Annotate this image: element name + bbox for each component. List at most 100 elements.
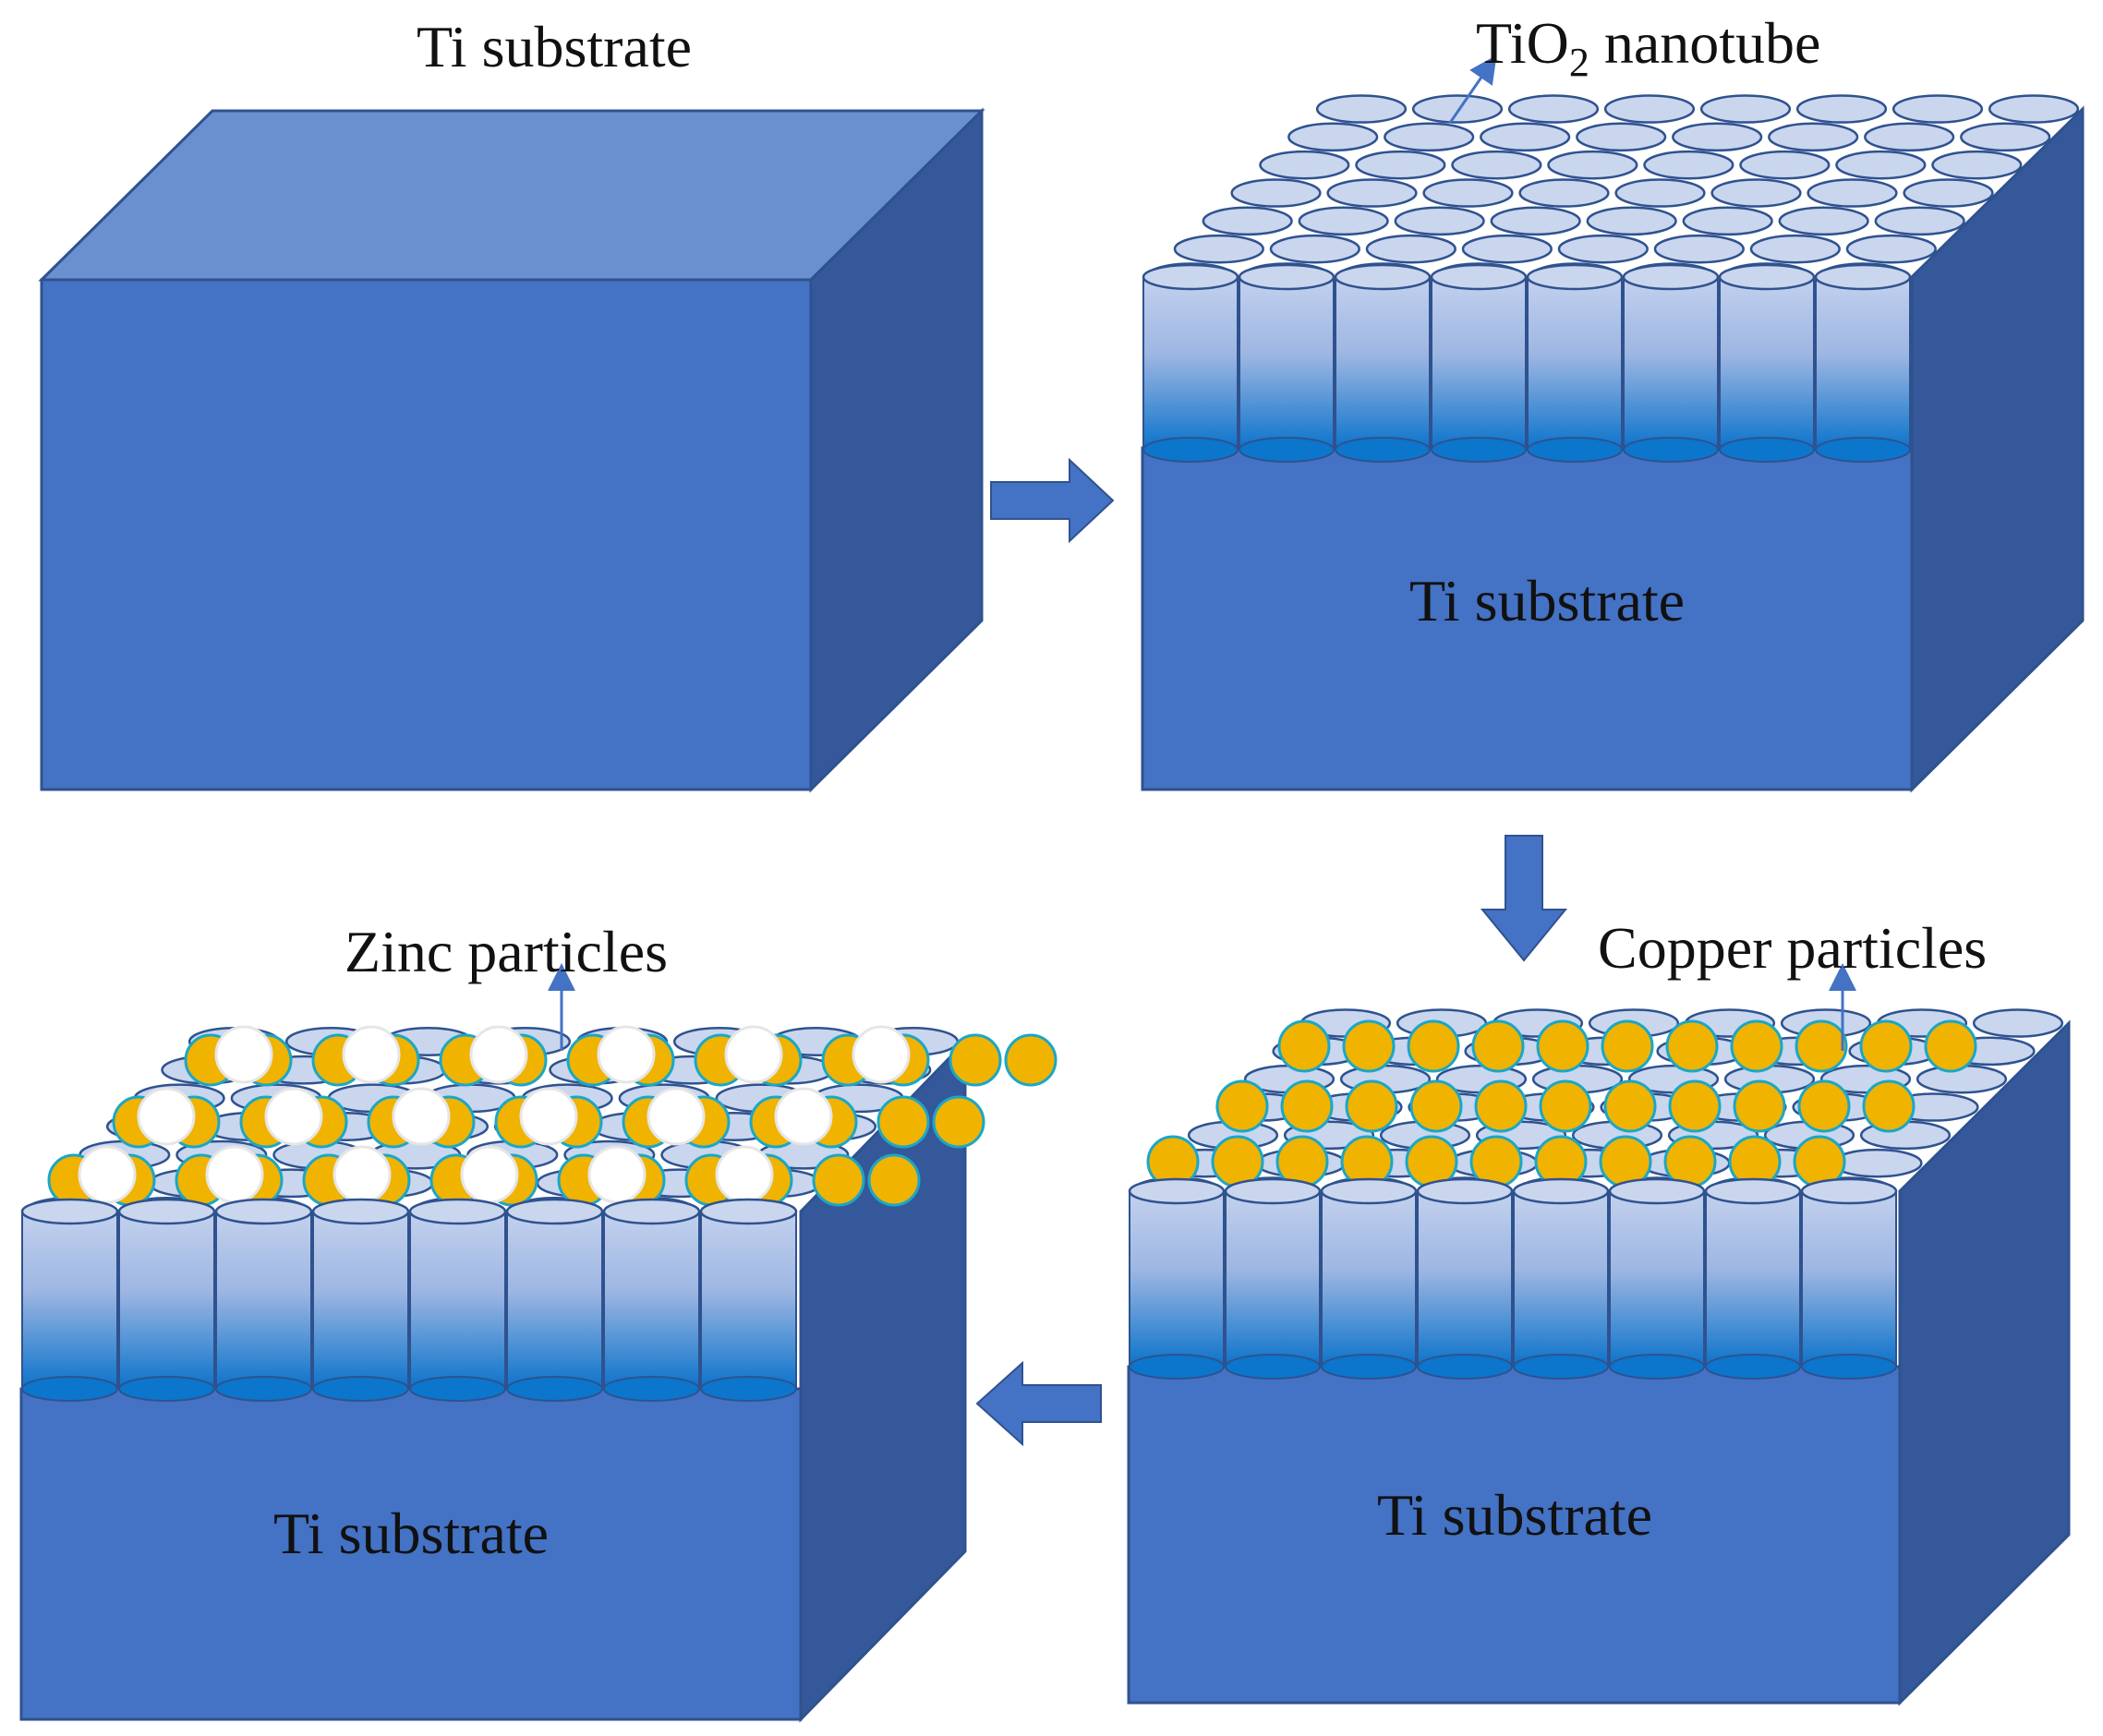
nanotube [1527,276,1623,451]
copper-particle [1603,1079,1657,1133]
copper-particle [1601,1019,1654,1073]
nanotube [1225,1190,1321,1368]
nanotube-opening [1845,234,1937,264]
nanotube-opening [1173,234,1264,264]
nanotube-opening [1603,94,1696,124]
nanotube-opening [1988,94,2080,124]
copper-particle [1342,1019,1396,1073]
copper-particle [1539,1079,1592,1133]
nanotube-opening [1298,206,1389,236]
nanotube-opening [1614,178,1706,208]
nanotube-opening [1768,122,1859,152]
zinc-particle [460,1145,519,1204]
nanotube-opening [1394,206,1485,236]
copper-particle [932,1095,985,1149]
nanotube [603,1211,700,1390]
nanotube-base [1129,1354,1225,1380]
copper-particle [1859,1019,1913,1073]
nanotube-base [506,1376,603,1402]
nanotube-base [1623,437,1719,463]
nanotube [1513,1190,1609,1368]
nanotube-front-row [1142,263,1912,463]
nanotube-opening [1972,1008,2064,1038]
copper-particle [1474,1079,1528,1133]
nanotube-opening [699,1198,798,1225]
nanotube-opening [1355,150,1446,180]
panel-ti-substrate: Ti substrate [38,14,985,793]
zinc-particle [264,1087,323,1146]
nanotube-opening [1365,234,1456,264]
copper-particle [1407,1019,1460,1073]
zinc-particle [715,1145,774,1204]
caption-ti-substrate: Ti substrate [417,14,692,79]
nanotube-opening [1224,1177,1322,1205]
nanotube-opening [1287,122,1379,152]
zinc-particle [852,1025,911,1084]
nanotube [506,1211,603,1390]
zinc-particle [214,1025,273,1084]
zinc-particles-label: Zinc particles [344,919,668,984]
nanotube-opening [1699,94,1792,124]
nanotube-opening [1547,150,1638,180]
zinc-particle [205,1145,264,1204]
nanotube-opening [1326,178,1418,208]
nanotube-base [1801,1354,1897,1380]
nanotube-opening [20,1198,119,1225]
panel-tio2-nanotubes: Ti substrate TiO2 nanotube [1141,10,2085,793]
nanotube-opening [1903,178,1994,208]
nanotube-opening [1526,263,1624,291]
nanotube-opening [1891,94,1984,124]
nanotube-base [1225,1354,1321,1380]
nanotube-opening [1807,178,1898,208]
nanotube [118,1211,215,1390]
nanotube-opening [214,1198,313,1225]
nanotube [1431,276,1527,451]
zinc-particle [78,1145,137,1204]
nanotube-opening [1672,122,1763,152]
copper-particle [1536,1019,1589,1073]
copper-particle [1668,1079,1722,1133]
nanotube-opening [1682,206,1773,236]
nanotube-base [1705,1354,1801,1380]
nanotube-opening [1490,206,1581,236]
copper-particle [1004,1033,1058,1087]
copper-particle [1665,1019,1719,1073]
copper-particle [1277,1019,1331,1073]
nanotube-base [1719,437,1815,463]
nanotube-opening [1749,234,1841,264]
tio2-nanotube-label: TiO2 nanotube [1476,10,1820,85]
process-arrow-down-icon [1480,835,1568,962]
copper-particle [1795,1019,1848,1073]
nanotube-opening [1230,178,1322,208]
nanotube [1623,276,1719,451]
nanotube-opening [1416,1177,1514,1205]
nanotube-opening [1586,206,1677,236]
nanotube-opening [1238,263,1336,291]
nanotube-opening [1608,1177,1706,1205]
process-arrow-right-icon [990,457,1115,544]
nanotube-base [1609,1354,1705,1380]
nanotube-opening [505,1198,604,1225]
block-front-face [40,278,813,791]
nanotube-base [409,1376,506,1402]
nanotube-opening [1622,263,1720,291]
pointer-icon [1448,54,1497,124]
nanotube-top-array [1144,94,2080,292]
copper-particle [1280,1079,1334,1133]
nanotube-base [1335,437,1431,463]
copper-particle [867,1153,921,1207]
panel-copper-deposition: Ti substrate Copper particles [1127,915,2071,1706]
copper-particle [1215,1079,1269,1133]
nanotube-opening [1800,1177,1898,1205]
nanotube [409,1211,506,1390]
zinc-particle [587,1145,647,1204]
copper-particle [1409,1079,1463,1133]
nanotube-opening [1461,234,1553,264]
nanotube-base [1513,1354,1609,1380]
nanotube-opening [1259,150,1350,180]
nanotube-opening [1576,122,1667,152]
nanotube [1239,276,1335,451]
nanotube-opening [1430,263,1528,291]
zinc-particle [597,1025,656,1084]
